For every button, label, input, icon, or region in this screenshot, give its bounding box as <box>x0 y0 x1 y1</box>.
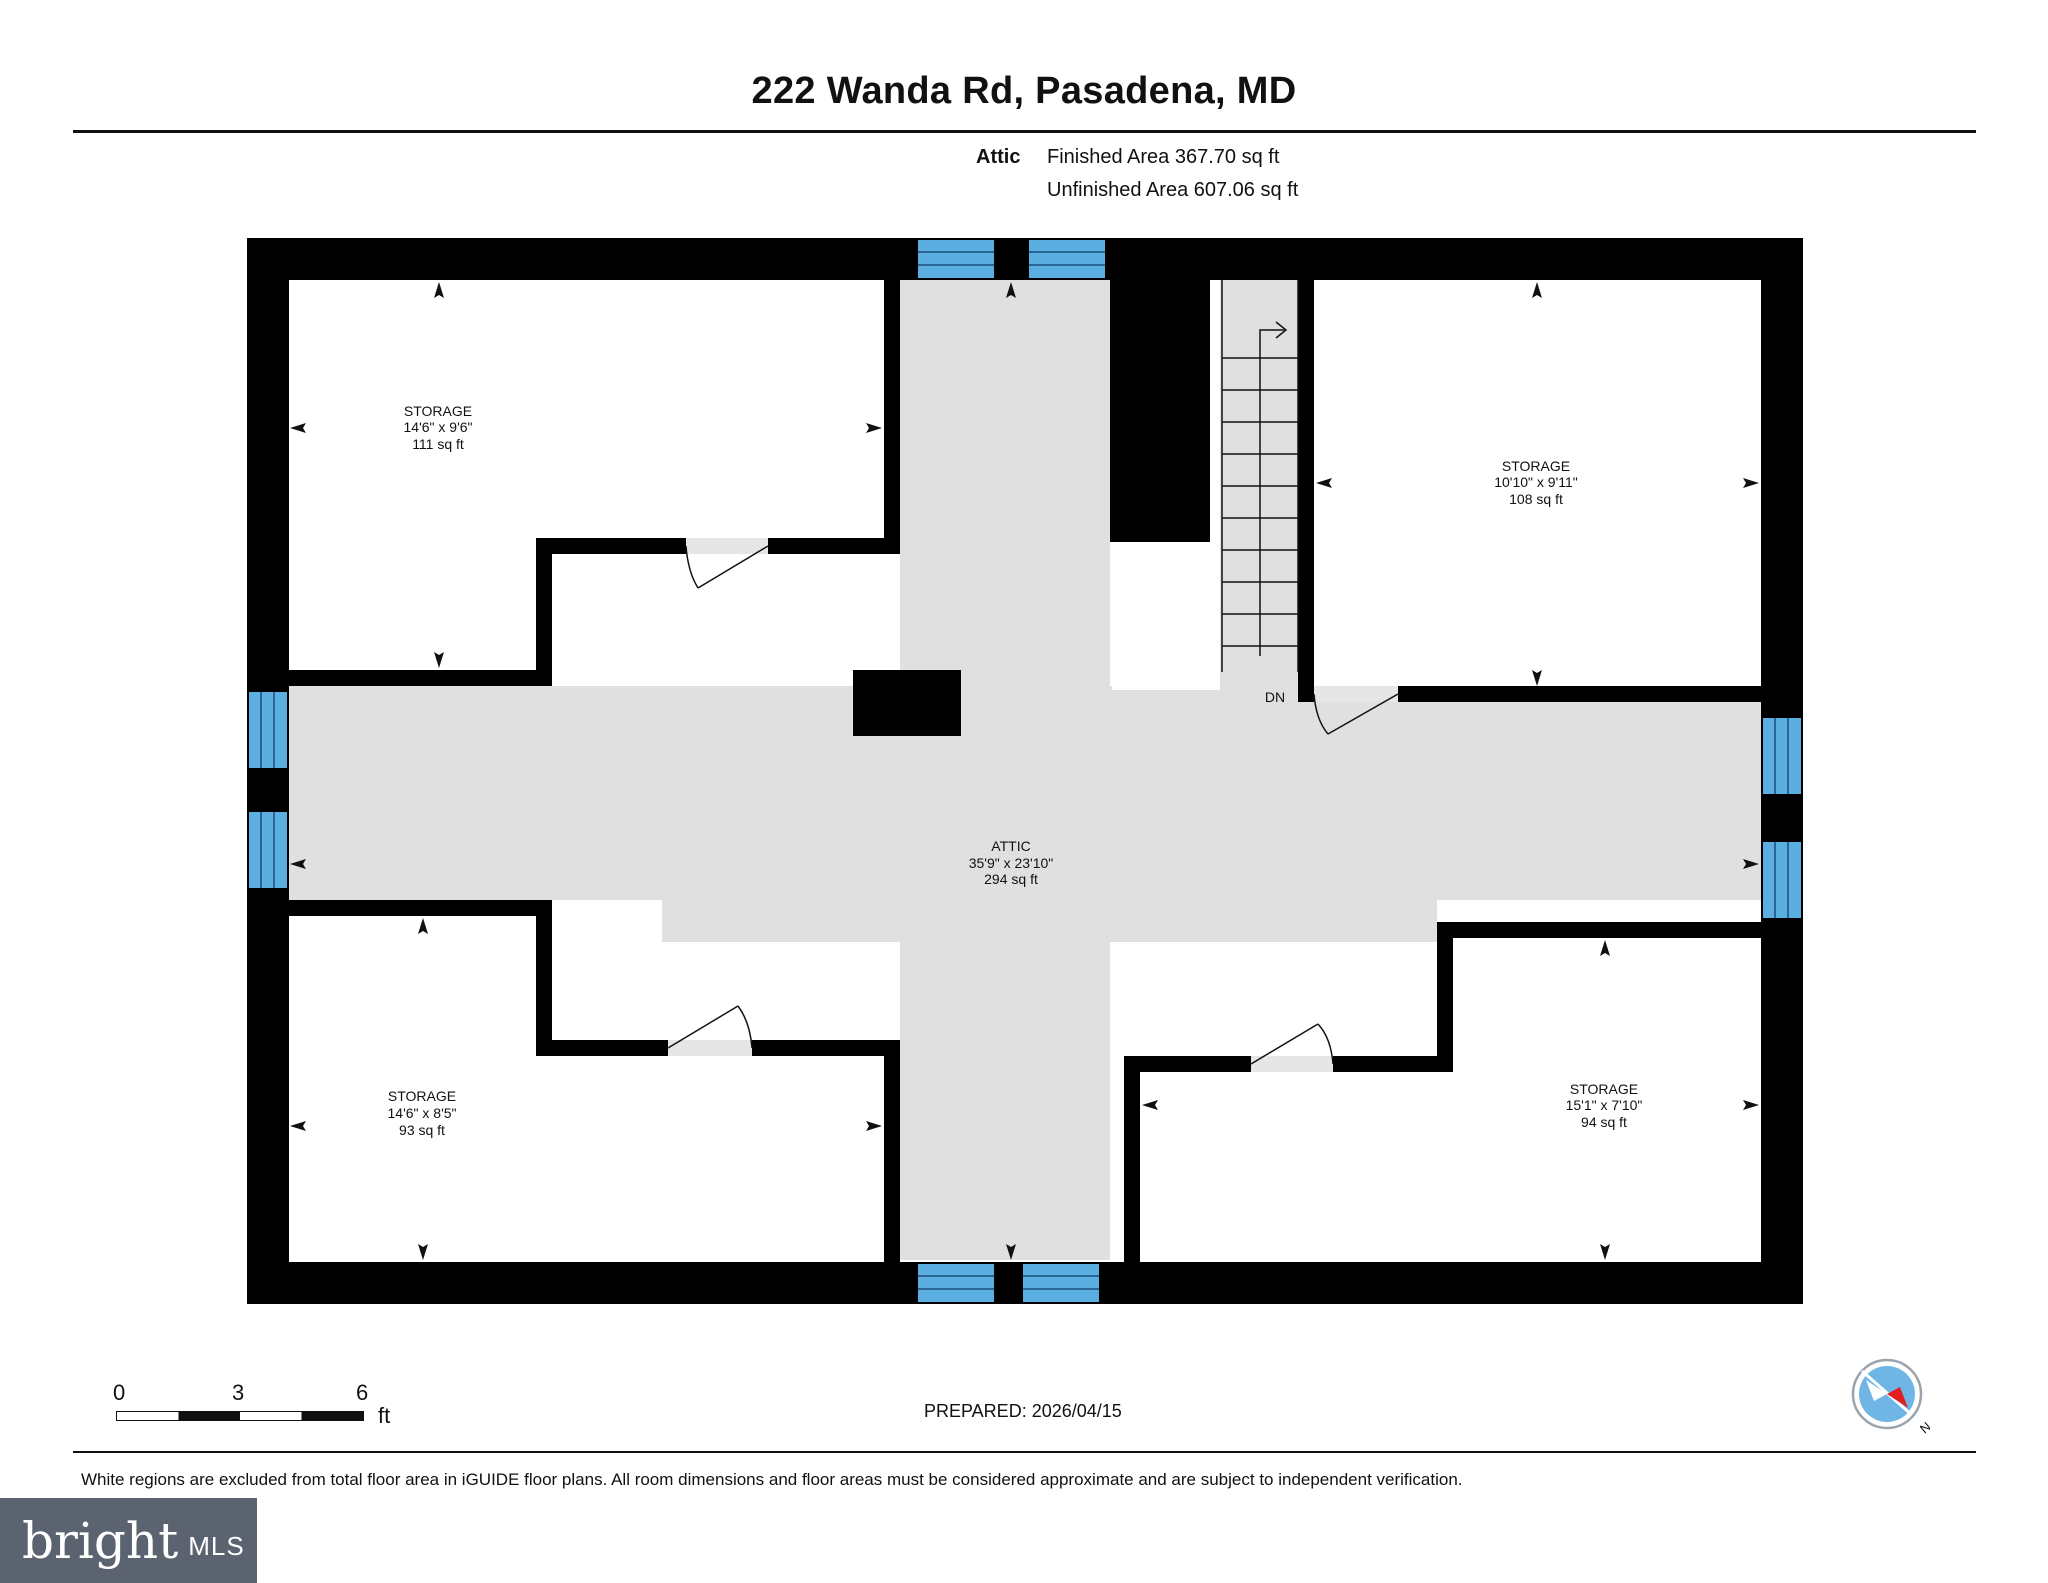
scale-tick-0: 0 <box>113 1380 126 1405</box>
attic-floor <box>288 278 1762 1260</box>
scale-unit: ft <box>378 1403 391 1428</box>
door-swing-icon <box>1250 1023 1334 1072</box>
room-label-storage-top-left: STORAGE 14'6" x 9'6" 111 sq ft <box>404 403 473 452</box>
arrowhead-icon <box>290 859 306 869</box>
stairs-label: DN <box>1265 689 1285 705</box>
room-name: ATTIC <box>991 838 1030 854</box>
room-label-attic: ATTIC 35'9" x 23'10" 294 sq ft <box>969 838 1054 887</box>
arrowhead-icon <box>1142 1100 1158 1110</box>
window-left-2 <box>249 812 287 888</box>
room-dimensions: 15'1" x 7'10" <box>1566 1097 1643 1113</box>
dimension-arrows <box>290 282 1759 1260</box>
window-top-1 <box>918 240 994 278</box>
title-divider <box>73 130 1976 133</box>
prepared-date: PREPARED: 2026/04/15 <box>924 1401 1122 1421</box>
footer-divider <box>73 1451 1976 1453</box>
door-swing-icon <box>667 1005 753 1056</box>
finished-area: Finished Area 367.70 sq ft <box>1047 146 1280 168</box>
doors <box>667 538 1399 1072</box>
room-area: 108 sq ft <box>1509 491 1563 507</box>
arrowhead-icon <box>290 1121 306 1131</box>
room-name: STORAGE <box>404 403 472 419</box>
room-name: STORAGE <box>1502 458 1570 474</box>
stairs-icon <box>1221 280 1299 672</box>
room-dimensions: 14'6" x 8'5" <box>388 1105 457 1121</box>
arrowhead-icon <box>1743 1100 1759 1110</box>
excluded-regions <box>1112 556 1220 690</box>
arrowhead-icon <box>418 918 428 934</box>
compass-north-label: N <box>1917 1419 1930 1437</box>
arrowhead-icon <box>1532 670 1542 686</box>
scale-tick-3: 3 <box>232 1380 245 1405</box>
room-dimensions: 14'6" x 9'6" <box>404 419 473 435</box>
scale-tick-6: 6 <box>356 1380 369 1405</box>
room-name: STORAGE <box>1570 1081 1638 1097</box>
room-label-storage-bottom-right: STORAGE 15'1" x 7'10" 94 sq ft <box>1566 1081 1643 1130</box>
room-name: STORAGE <box>388 1088 456 1104</box>
room-area: 93 sq ft <box>399 1122 445 1138</box>
arrowhead-icon <box>1600 1244 1610 1260</box>
arrowhead-icon <box>434 652 444 668</box>
window-bottom-2 <box>1023 1264 1099 1302</box>
window-right-2 <box>1763 842 1801 918</box>
compass-icon: N <box>1851 1358 1930 1437</box>
room-dimensions: 10'10" x 9'11" <box>1494 474 1578 490</box>
unfinished-area: Unfinished Area 607.06 sq ft <box>1047 179 1299 201</box>
logo-bright-text: bright <box>22 1511 179 1570</box>
window-top-2 <box>1029 240 1105 278</box>
room-dimensions: 35'9" x 23'10" <box>969 855 1054 871</box>
arrowhead-icon <box>1600 940 1610 956</box>
arrowhead-icon <box>866 423 882 433</box>
door-swing-icon <box>685 538 769 589</box>
arrowhead-icon <box>1743 859 1759 869</box>
arrowhead-icon <box>434 282 444 298</box>
arrowhead-icon <box>1743 478 1759 488</box>
room-area: 294 sq ft <box>984 871 1038 887</box>
logo-mls-text: MLS <box>188 1531 245 1561</box>
door-swing-icon <box>1313 686 1399 735</box>
page-title: 222 Wanda Rd, Pasadena, MD <box>751 70 1297 112</box>
room-area: 94 sq ft <box>1581 1114 1627 1130</box>
disclaimer-text: White regions are excluded from total fl… <box>81 1470 1463 1489</box>
room-area: 111 sq ft <box>412 436 464 452</box>
window-bottom-1 <box>918 1264 994 1302</box>
arrowhead-icon <box>866 1121 882 1131</box>
arrowhead-icon <box>1006 282 1016 298</box>
room-label-storage-top-right: STORAGE 10'10" x 9'11" 108 sq ft <box>1494 458 1578 507</box>
arrowhead-icon <box>290 423 306 433</box>
arrowhead-icon <box>418 1244 428 1260</box>
arrowhead-icon <box>1532 282 1542 298</box>
room-label-storage-bottom-left: STORAGE 14'6" x 8'5" 93 sq ft <box>388 1088 457 1138</box>
window-right-1 <box>1763 718 1801 794</box>
arrowhead-icon <box>1316 478 1332 488</box>
floor-label: Attic <box>976 146 1021 168</box>
bright-mls-logo: bright MLS <box>0 1498 257 1583</box>
window-left-1 <box>249 692 287 768</box>
scale-bar <box>116 1411 364 1421</box>
arrowhead-icon <box>1006 1244 1016 1260</box>
windows <box>249 240 1801 1302</box>
